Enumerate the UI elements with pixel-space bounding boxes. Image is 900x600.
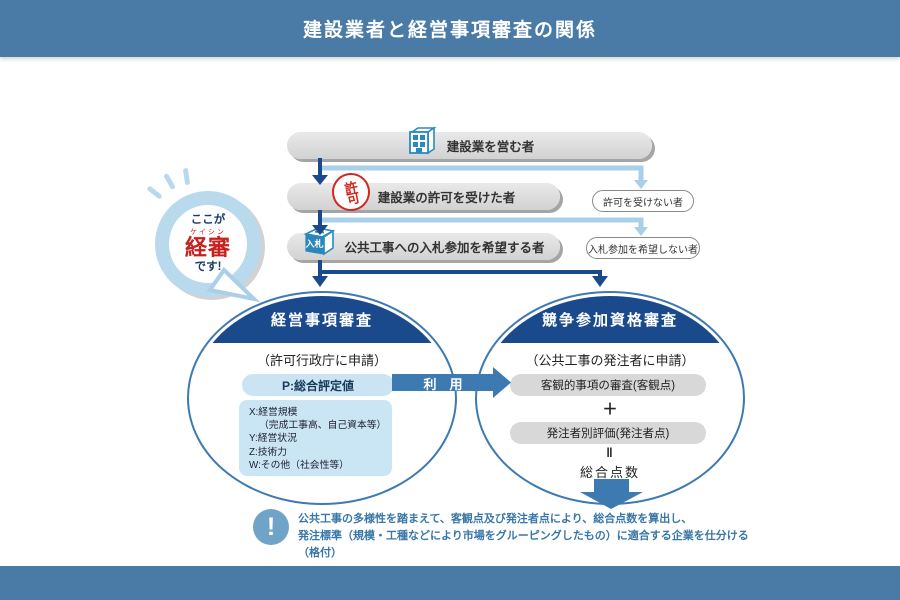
keishin-ellipse: 経営事項審査 （許可行政庁に申請） P:総合評定値 X:経営規模 （完成工事高、… (187, 291, 457, 505)
flow-step-business-label: 建設業を営む者 (446, 140, 535, 154)
keishin-subtitle: （許可行政庁に申請） (256, 353, 387, 368)
bubble-emphasis-mark (182, 167, 191, 186)
note-text: 公共工事の多様性を踏まえて、客観点及び発注者点により、総合点数を算出し、 発注標… (298, 511, 758, 562)
bubble-line1: ここが (190, 213, 226, 226)
flow-step-bidder-label: 公共工事への入札参加を希望する者 (344, 241, 545, 255)
fork-left-arrowhead (312, 276, 328, 287)
bid-box-icon: 入札 (303, 227, 336, 256)
fork-lines (318, 260, 602, 277)
branch-no-bid-arrowhead (634, 227, 648, 236)
keishin-bubble: ここが ケイシン 経審 です! (155, 191, 261, 297)
qualification-ellipse-cap (480, 296, 740, 500)
permit-stamp-icon: 許可 (328, 168, 374, 215)
page-title: 建設業者と経営事項審査の関係 (302, 20, 597, 41)
bubble-emphasis-mark (163, 172, 176, 191)
factor-x: X:経営規模 (249, 407, 298, 418)
plus-sign: ＋ (602, 401, 618, 418)
qualification-subtitle: （公共工事の発注者に申請） (525, 353, 695, 368)
riyo-arrow-label: 利 用 (423, 376, 463, 392)
exclamation-icon: ! (253, 509, 289, 545)
factor-y: Y:経営状況 (249, 433, 297, 445)
permit-stamp-label: 許可 (341, 179, 361, 204)
branch-no-permit-arrowhead (634, 180, 648, 189)
total-score-label: 総合点数 (579, 465, 640, 480)
factor-z: Z:技術力 (249, 446, 288, 458)
keishin-title: 経営事項審査 (270, 312, 373, 329)
building-icon (408, 126, 437, 154)
branch-no-permit-line (322, 165, 644, 181)
owner-evaluation-pill: 発注者別評価(発注者点) (510, 422, 706, 444)
no-bid-label: 入札参加を希望しない者 (588, 244, 698, 256)
equals-sign: ‖ (606, 445, 614, 460)
factor-x-detail: （完成工事高、自己資本等） (259, 420, 387, 432)
flow-step-bidder: 入札 公共工事への入札参加を希望する者 (287, 227, 560, 260)
branch-no-bid-line (322, 217, 644, 228)
note-line-1: 公共工事の多様性を踏まえて、客観点及び発注者点により、総合点数を算出し、 (298, 513, 693, 525)
qualification-title: 競争参加資格審査 (541, 312, 678, 329)
p-score-pill: P:総合評定値 (242, 374, 394, 396)
bubble-keyword: 経審 (184, 235, 231, 261)
note-line-2: 発注標準（規模・工種などにより市場をグルーピングしたもの）に適合する企業を仕分け… (298, 530, 749, 560)
objective-review-pill: 客観的事項の審査(客観点) (510, 374, 706, 396)
factors-box: X:経営規模 （完成工事高、自己資本等） Y:経営状況 Z:技術力 W:その他（… (239, 400, 392, 476)
flow-step-business: 建設業を営む者 (287, 126, 652, 159)
bubble-line2: です! (194, 260, 222, 273)
fork-right-arrowhead (592, 276, 608, 287)
bubble-furigana: ケイシン (190, 229, 226, 237)
factor-w: W:その他（社会性等） (249, 459, 349, 471)
footer-bar (0, 566, 900, 600)
header-bar: 建設業者と経営事項審査の関係 (0, 0, 900, 57)
no-permit-pill: 許可を受けない者 (592, 190, 694, 212)
bubble-emphasis-mark (146, 185, 163, 200)
bid-box-label: 入札 (305, 238, 324, 249)
no-permit-label: 許可を受けない者 (603, 197, 683, 209)
keishin-ellipse-cap (192, 296, 452, 500)
flow-step-licensed: 許可 建設業の許可を受けた者 (287, 168, 560, 215)
no-bid-pill: 入札参加を希望しない者 (586, 237, 700, 259)
flow-step-licensed-label: 建設業の許可を受けた者 (377, 191, 516, 205)
qualification-ellipse: 競争参加資格審査 （公共工事の発注者に申請） 客観的事項の審査(客観点) ＋ 発… (475, 291, 745, 505)
